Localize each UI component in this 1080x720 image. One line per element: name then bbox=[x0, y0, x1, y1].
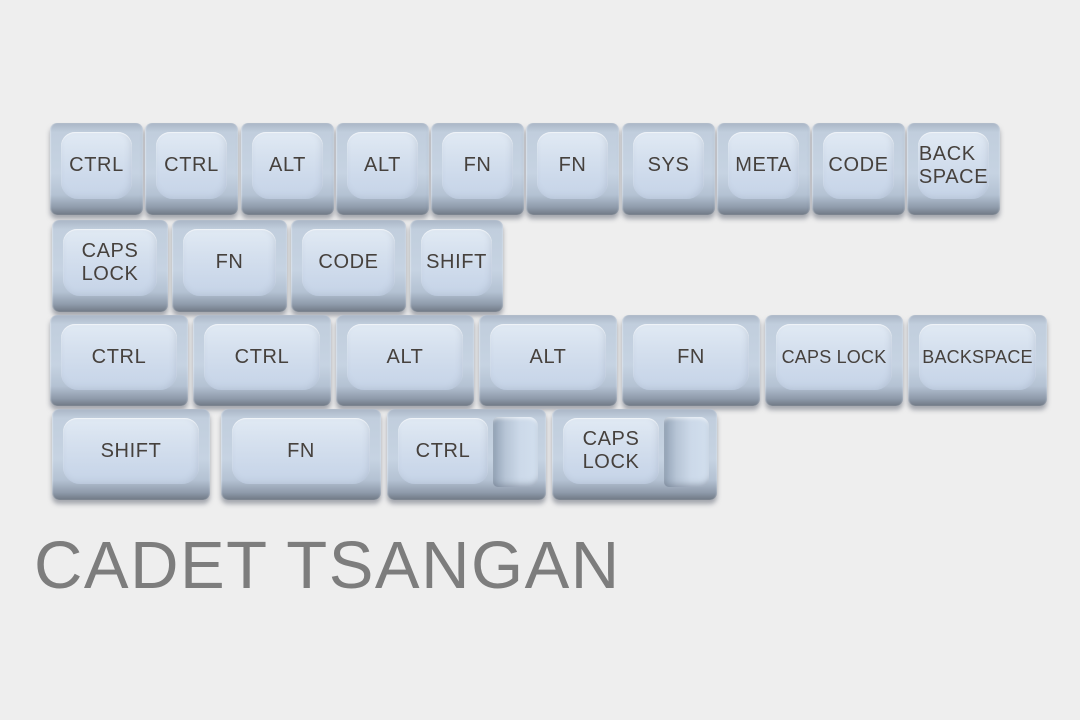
keycap-alt: ALT bbox=[336, 315, 474, 406]
keycap-fn: FN bbox=[221, 409, 381, 500]
keycap-legend: CTRL bbox=[91, 345, 147, 368]
keycap-fn: FN bbox=[172, 220, 287, 312]
keycap-alt: ALT bbox=[241, 123, 334, 215]
keycap-fn: FN bbox=[526, 123, 619, 215]
keycap-legend: CTRL bbox=[164, 154, 219, 176]
keycap-legend: SHIFT bbox=[100, 439, 162, 462]
keycap-step bbox=[664, 417, 709, 487]
keycap-legend: CTRL bbox=[234, 345, 290, 368]
keycap-top-face: ALT bbox=[347, 324, 463, 390]
keycap-top-face: CTRL bbox=[156, 132, 227, 199]
keycap-legend: CODE bbox=[318, 251, 379, 273]
keycap-fn: FN bbox=[431, 123, 524, 215]
keycap-top-face: CTRL bbox=[398, 418, 488, 484]
keycap-legend: FN bbox=[287, 439, 315, 462]
keycap-legend: FN bbox=[558, 154, 587, 176]
keycap-legend: FN bbox=[677, 345, 705, 368]
keycap-legend: ALT bbox=[269, 154, 306, 176]
keycap-top-face: CAPS LOCK bbox=[776, 324, 892, 390]
keycap-top-face: CTRL bbox=[61, 132, 132, 199]
keycap-top-face: ALT bbox=[252, 132, 323, 199]
keycap-code: CODE bbox=[812, 123, 905, 215]
keycap-code: CODE bbox=[291, 220, 406, 312]
keycap-legend: ALT bbox=[386, 345, 424, 368]
keycap-meta: META bbox=[717, 123, 810, 215]
keycap-top-face: ALT bbox=[347, 132, 418, 199]
keycap-legend: SHIFT bbox=[426, 251, 487, 273]
keycap-alt: ALT bbox=[479, 315, 617, 406]
keycap-top-face: META bbox=[728, 132, 799, 199]
keycap-legend: CTRL bbox=[415, 439, 471, 462]
keycap-caps-lock: CAPS LOCK bbox=[765, 315, 903, 406]
keycap-ctrl: CTRL bbox=[387, 409, 546, 500]
keycap-sys: SYS bbox=[622, 123, 715, 215]
keycap-top-face: CTRL bbox=[61, 324, 177, 390]
keycap-ctrl: CTRL bbox=[50, 315, 188, 406]
set-name-title: CADET TSANGAN bbox=[33, 528, 621, 603]
keycap-legend: CODE bbox=[828, 154, 889, 176]
keycap-ctrl: CTRL bbox=[193, 315, 331, 406]
keycap-legend: ALT bbox=[529, 345, 567, 368]
keycap-alt: ALT bbox=[336, 123, 429, 215]
keycap-legend: META bbox=[735, 154, 792, 176]
keycap-top-face: FN bbox=[232, 418, 370, 484]
keycap-top-face: SHIFT bbox=[421, 229, 492, 296]
keycap-top-face: FN bbox=[183, 229, 276, 296]
keycap-top-face: CODE bbox=[302, 229, 395, 296]
keycap-legend: FN bbox=[463, 154, 492, 176]
keycap-top-face: SYS bbox=[633, 132, 704, 199]
keycap-backspace: BACKSPACE bbox=[908, 315, 1047, 406]
keycap-shift: SHIFT bbox=[410, 220, 503, 312]
keycap-legend: ALT bbox=[364, 154, 401, 176]
keycap-legend: SYS bbox=[647, 154, 690, 176]
keycap-legend: CAPS LOCK bbox=[781, 346, 887, 367]
keycap-top-face: ALT bbox=[490, 324, 606, 390]
keycap-top-face: FN bbox=[537, 132, 608, 199]
keycap-top-face: FN bbox=[633, 324, 749, 390]
keycap-shift: SHIFT bbox=[52, 409, 210, 500]
keycap-legend: FN bbox=[215, 251, 244, 273]
keycap-legend: BACKSPACE bbox=[922, 346, 1033, 367]
keycap-ctrl: CTRL bbox=[50, 123, 143, 215]
keycap-top-face: CTRL bbox=[204, 324, 320, 390]
keycap-fn: FN bbox=[622, 315, 760, 406]
keycap-ctrl: CTRL bbox=[145, 123, 238, 215]
keycap-top-face: BACKSPACE bbox=[919, 324, 1036, 390]
keycap-top-face: SHIFT bbox=[63, 418, 199, 484]
keycap-top-face: CODE bbox=[823, 132, 894, 199]
keycap-top-face: FN bbox=[442, 132, 513, 199]
keycap-step bbox=[493, 417, 538, 487]
keycap-legend: CTRL bbox=[69, 154, 124, 176]
